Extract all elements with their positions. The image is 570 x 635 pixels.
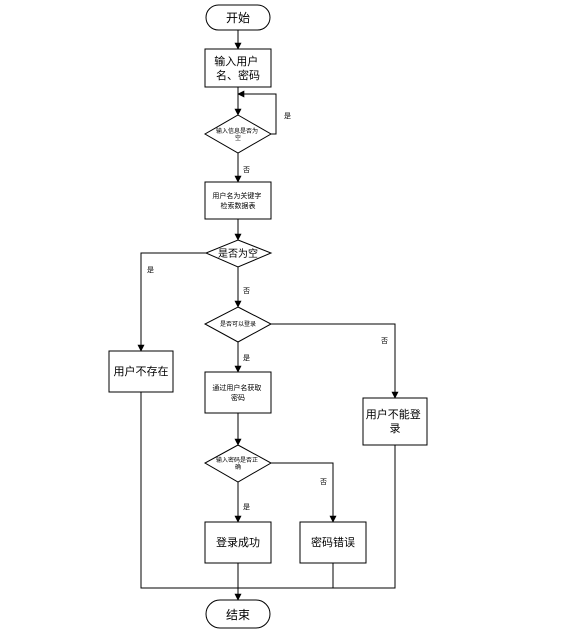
- node-user-not-exist: 用户不存在: [108, 350, 174, 393]
- svg-text:输入用户 名、密码: 输入用户 名、密码: [214, 54, 262, 82]
- svg-text:输入密码是否正 确: 输入密码是否正 确: [216, 456, 260, 471]
- node-password-error: 密码错误: [299, 521, 367, 564]
- node-start: 开始: [205, 4, 271, 31]
- node-login-success-label: 登录成功: [216, 535, 260, 549]
- node-search-db-line2: 检索数据表: [221, 201, 256, 210]
- edge-checkpwd-no-to-error: [271, 462, 337, 523]
- node-input-line2: 名、密码: [216, 68, 260, 82]
- node-can-login-label: 是否可以登录: [220, 320, 256, 328]
- label-canlogin-yes: 是: [243, 354, 250, 362]
- label-isempty-no: 否: [243, 287, 250, 295]
- node-input: 输入用户 名、密码: [204, 48, 272, 88]
- node-user-not-exist-label: 用户不存在: [114, 364, 169, 378]
- label-check-yes: 是: [284, 112, 291, 120]
- edge-isempty-yes-to-notexist: [137, 252, 206, 352]
- node-check-empty-line1: 输入信息是否为: [216, 127, 258, 135]
- svg-text:通过用户名获取 密码: 通过用户名获取 密码: [212, 383, 263, 402]
- edge-labels: 是 否 是 否 否 是 否 是: [147, 112, 388, 511]
- edge-canlogin-no-to-cannot: [271, 323, 399, 399]
- node-search-db-line1: 用户名为关键字: [212, 191, 261, 200]
- label-isempty-yes: 是: [147, 266, 154, 274]
- label-checkpwd-no: 否: [320, 478, 327, 486]
- node-end: 结束: [205, 599, 271, 629]
- svg-text:输入信息是否为 空: 输入信息是否为 空: [216, 127, 260, 142]
- node-get-password-line2: 密码: [231, 393, 245, 402]
- svg-text:用户不能登 录: 用户不能登 录: [366, 407, 425, 435]
- node-check-empty-input: 输入信息是否为 空: [203, 114, 273, 154]
- node-get-password: 通过用户名获取 密码: [204, 371, 272, 414]
- node-is-empty-label: 是否为空: [218, 247, 258, 260]
- node-search-db: 用户名为关键字 检索数据表: [204, 181, 272, 220]
- node-start-label: 开始: [226, 11, 250, 25]
- node-cannot-login-line1: 用户不能登: [366, 407, 421, 421]
- edge-notexist-to-merge: [140, 392, 396, 589]
- node-is-empty: 是否为空: [204, 239, 273, 268]
- edge-check-yes-loop: [237, 90, 277, 135]
- label-checkpwd-yes: 是: [243, 503, 250, 511]
- label-check-no: 否: [243, 166, 250, 174]
- node-password-error-label: 密码错误: [311, 535, 355, 549]
- node-login-success: 登录成功: [204, 521, 272, 564]
- node-input-line1: 输入用户: [214, 54, 258, 68]
- label-canlogin-no: 否: [381, 337, 388, 345]
- node-check-password: 输入密码是否正 确: [203, 444, 273, 483]
- node-cannot-login-line2: 录: [390, 422, 401, 435]
- node-check-password-line2: 确: [235, 463, 241, 471]
- svg-text:用户名为关键字 检索数据表: 用户名为关键字 检索数据表: [212, 191, 263, 210]
- node-check-password-line1: 输入密码是否正: [216, 456, 258, 464]
- node-end-label: 结束: [226, 608, 250, 622]
- node-can-login: 是否可以登录: [203, 306, 273, 343]
- node-get-password-line1: 通过用户名获取: [212, 383, 261, 392]
- edges: [137, 30, 399, 601]
- node-cannot-login: 用户不能登 录: [362, 397, 428, 446]
- node-check-empty-line2: 空: [235, 134, 241, 142]
